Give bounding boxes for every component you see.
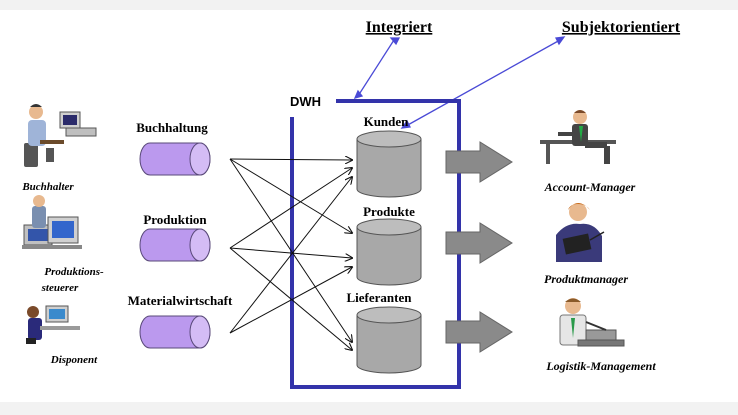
label-subjektorientiert: Subjektorientiert: [562, 19, 681, 36]
produktionssteuerer-figure: [22, 195, 82, 249]
disponent-figure: [26, 305, 80, 344]
store-cylinder-lieferanten: [356, 306, 422, 374]
buchhalter-figure: [24, 104, 97, 167]
dwh-label: DWH: [290, 94, 321, 109]
source-to-store-arrows: [229, 159, 352, 350]
source-cylinder-produktion: [139, 228, 211, 262]
source-label-buchhaltung: Buchhaltung: [136, 120, 208, 135]
output-arrow-produkte: [445, 222, 513, 264]
person-label-produktionssteuerer-2: steuerer: [41, 282, 79, 294]
subjektorientiert-connector: [400, 36, 566, 129]
produktmanager-figure: [556, 203, 605, 262]
source-cylinder-materialwirtschaft: [139, 315, 211, 349]
store-label-produkte: Produkte: [363, 204, 415, 219]
label-integriert: Integriert: [366, 19, 433, 36]
person-label-disponent: Disponent: [50, 354, 98, 366]
consumer-label-logistik-management: Logistik-Management: [545, 359, 656, 373]
store-label-kunden: Kunden: [364, 114, 410, 129]
person-label-produktionssteuerer-1: Produktions-: [44, 266, 104, 278]
store-cylinder-kunden: [356, 130, 422, 198]
source-label-materialwirtschaft: Materialwirtschaft: [128, 293, 233, 308]
person-label-buchhalter: Buchhalter: [21, 181, 74, 193]
consumer-label-produktmanager: Produktmanager: [544, 272, 628, 286]
dwh-box: [290, 99, 461, 389]
source-label-produktion: Produktion: [143, 212, 207, 227]
store-label-lieferanten: Lieferanten: [347, 290, 413, 305]
consumer-label-account-manager: Account-Manager: [544, 180, 636, 194]
integriert-connector: [353, 37, 401, 100]
output-arrow-kunden: [445, 141, 513, 183]
source-cylinder-buchhaltung: [139, 142, 211, 176]
output-arrow-lieferanten: [445, 311, 513, 353]
logistik-management-figure: [559, 298, 625, 347]
account-manager-figure: [540, 110, 616, 164]
store-cylinder-produkte: [356, 218, 422, 286]
